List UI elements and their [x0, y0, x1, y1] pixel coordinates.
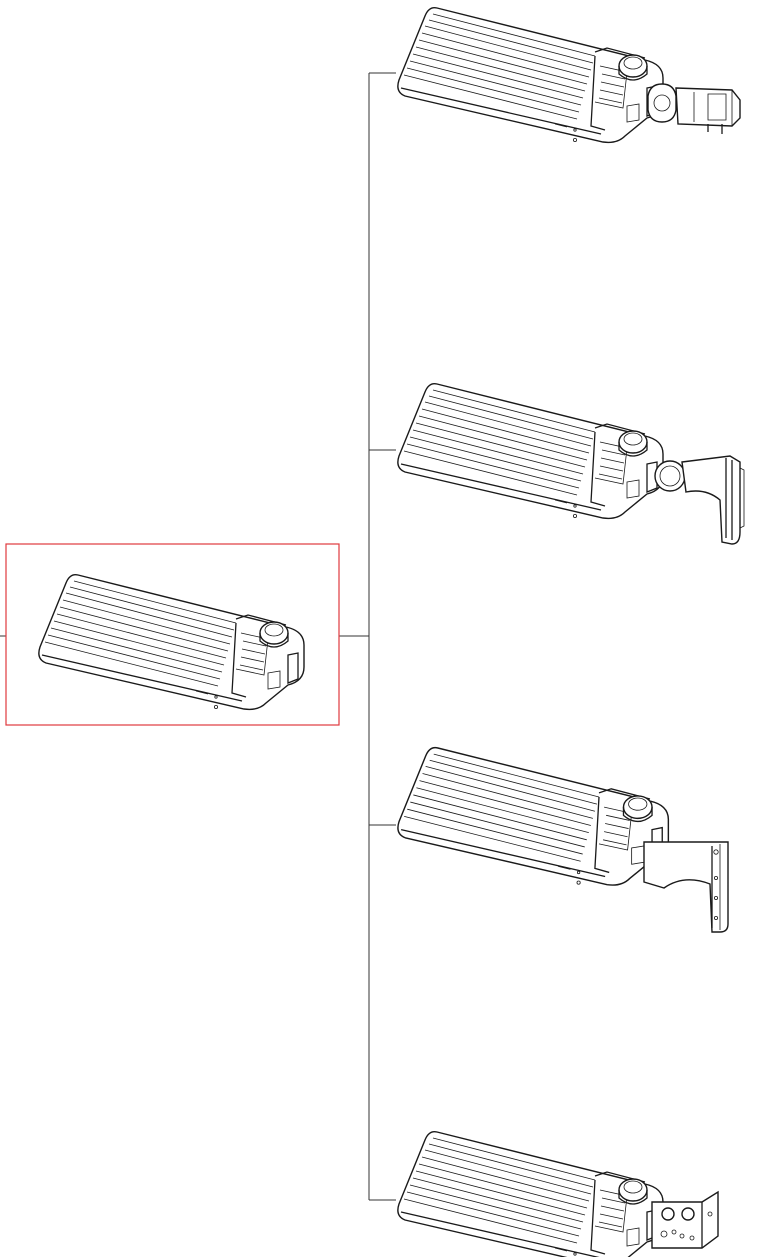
base-fixture-highlight: [5, 543, 340, 726]
variant-slipfitter: [397, 6, 741, 144]
variant-square-pole-adapter: [397, 1130, 719, 1257]
adjustable-arm-mount-icon: [654, 455, 745, 545]
base-fixture: [5, 543, 340, 726]
fixture-head-icon: [397, 6, 664, 144]
straight-arm-mount-icon: [643, 841, 729, 933]
fixture-head-icon: [397, 1130, 664, 1257]
variant-adjustable-arm: [397, 382, 745, 545]
fixture-head-icon: [397, 382, 664, 520]
shoebox-area-light-icon: [38, 573, 305, 711]
slipfitter-adapter-mount-icon: [647, 83, 741, 135]
variant-straight-arm: [397, 746, 729, 933]
connector-lines: [0, 72, 396, 1201]
fixture-head-icon: [397, 746, 670, 886]
